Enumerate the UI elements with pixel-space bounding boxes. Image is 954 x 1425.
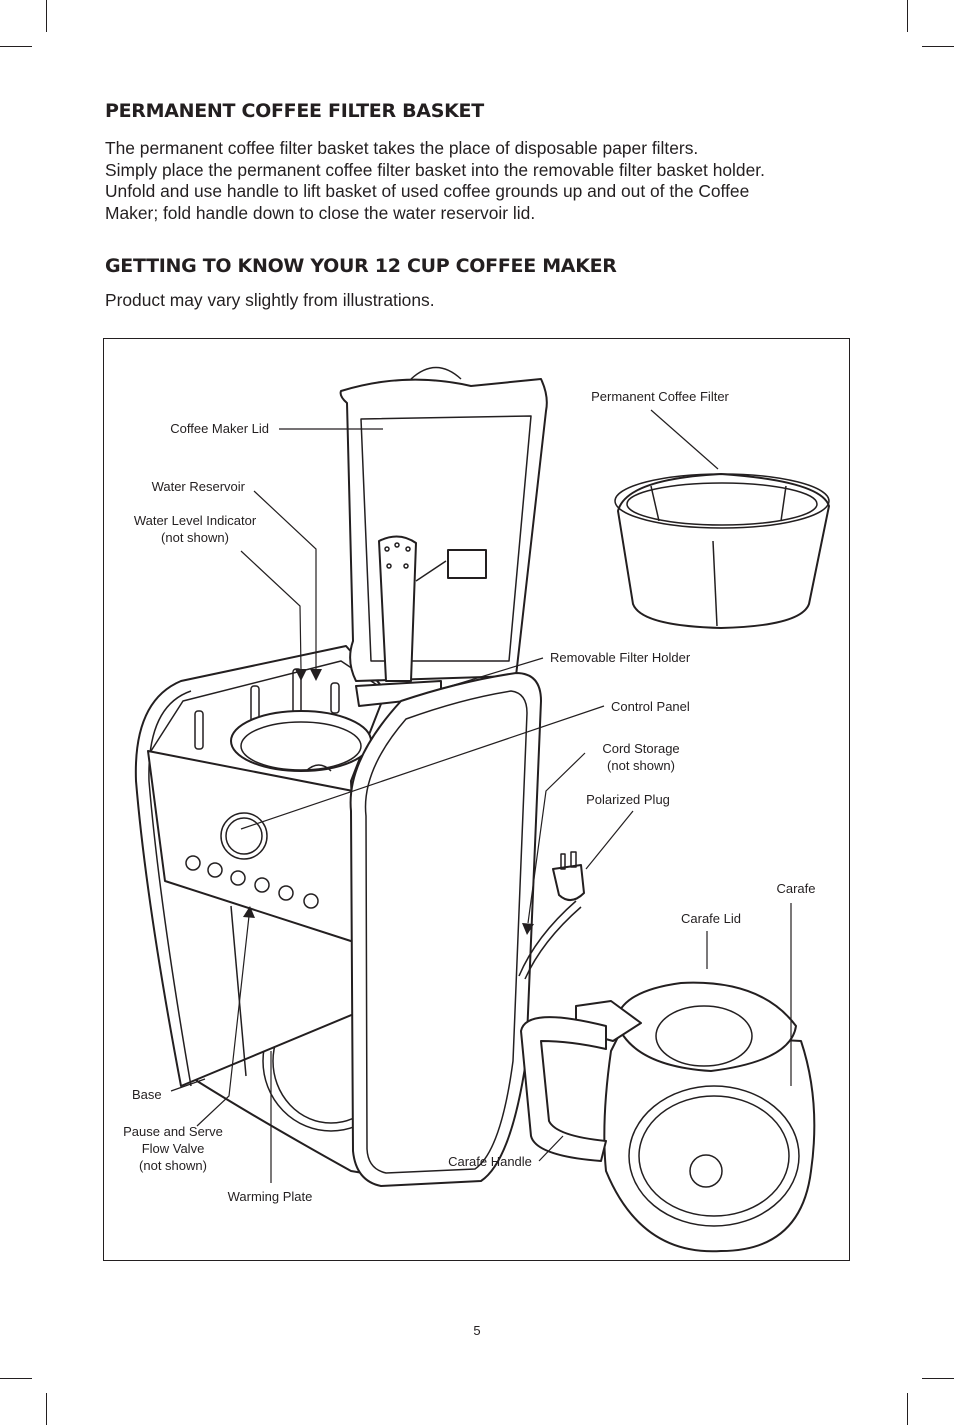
carafe-bottom-inner [638, 1095, 790, 1217]
section-heading-know-your-coffee-maker: GETTING TO KNOW YOUR 12 CUP COFFEE MAKER [105, 255, 617, 277]
arrow-head [310, 669, 322, 681]
label-removable-filter-holder: Removable Filter Holder [550, 650, 691, 665]
illustration-note: Product may vary slightly from illustrat… [105, 290, 435, 310]
label-cord-storage: Cord Storage [602, 741, 679, 756]
panel-button [230, 870, 246, 886]
carafe-lid-dome [655, 1005, 753, 1067]
crop-mark [922, 1378, 954, 1379]
crop-mark [46, 1393, 47, 1425]
panel-button [278, 885, 294, 901]
leader-pause-serve [196, 915, 250, 1127]
filter-basket-description: The permanent coffee filter basket takes… [105, 138, 845, 224]
paragraph-line: Maker; fold handle down to close the wat… [105, 202, 536, 223]
panel-button [303, 893, 319, 909]
label-carafe: Carafe [776, 881, 815, 896]
arrow-head [295, 669, 307, 681]
label-base: Base [132, 1087, 162, 1102]
crop-mark [46, 0, 47, 32]
leader-removable-filter-holder [440, 657, 544, 690]
carafe-badge [689, 1154, 723, 1188]
leader-water-level-indicator [240, 550, 302, 670]
display-dial [220, 812, 268, 860]
handle-hole [405, 546, 411, 552]
paragraph-line: The permanent coffee filter basket takes… [105, 138, 699, 158]
lid-inner-panel [360, 415, 532, 662]
label-carafe-lid: Carafe Lid [681, 911, 741, 926]
label-permanent-coffee-filter: Permanent Coffee Filter [591, 389, 729, 404]
panel-button [185, 855, 201, 871]
label-water-level-indicator: Water Level Indicator [134, 513, 257, 528]
power-cord [518, 900, 577, 977]
handle-hole [386, 563, 392, 569]
label-coffee-maker-lid: Coffee Maker Lid [170, 421, 269, 436]
handle-tag [447, 549, 487, 579]
crop-mark [0, 46, 32, 47]
crop-mark [907, 0, 908, 32]
page-number: 5 [473, 1323, 481, 1338]
label-carafe-handle: Carafe Handle [448, 1154, 532, 1169]
leader-control-panel [240, 705, 605, 830]
label-pause-serve-line3: (not shown) [139, 1158, 207, 1173]
leader-cord-storage [527, 752, 586, 924]
figure-frame: Coffee Maker Lid Water Reservoir Water L… [103, 338, 850, 1261]
filter-basket-rib [650, 485, 787, 522]
leader-permanent-filter [650, 409, 719, 470]
front-column-inner [364, 690, 528, 1174]
installed-filter-basket [230, 710, 372, 772]
filter-basket-handle [378, 535, 417, 682]
display-dial-inner [225, 817, 263, 855]
leader-carafe-handle [538, 1135, 564, 1162]
column-edge [230, 905, 247, 1077]
handle-hole [384, 546, 390, 552]
permanent-filter-illustration [614, 473, 830, 629]
carafe-bottom-window [628, 1085, 800, 1227]
label-water-level-note: (not shown) [161, 530, 229, 545]
installed-filter-inner [240, 721, 362, 771]
leader-polarized-plug [585, 810, 634, 870]
label-pause-serve-line1: Pause and Serve [123, 1124, 223, 1139]
leader-base [170, 1078, 206, 1092]
label-polarized-plug: Polarized Plug [586, 792, 670, 807]
body-back-inner [148, 690, 192, 1087]
label-control-panel: Control Panel [611, 699, 690, 714]
paragraph-line: Unfold and use handle to lift basket of … [105, 181, 750, 201]
polarized-plug-body [552, 864, 585, 901]
carafe-illustration [520, 981, 816, 1253]
arrow-head [522, 923, 534, 935]
crop-mark [0, 1378, 32, 1379]
filter-basket-rim-inner [626, 482, 818, 526]
leader-water-reservoir [253, 490, 317, 669]
reservoir-post [194, 710, 204, 750]
front-column [349, 672, 542, 1187]
crop-mark [907, 1393, 908, 1425]
crop-mark [922, 46, 954, 47]
panel-button [207, 862, 223, 878]
coffee-maker-diagram: Coffee Maker Lid Water Reservoir Water L… [123, 366, 830, 1253]
label-water-reservoir: Water Reservoir [152, 479, 246, 494]
plug-prong [560, 853, 566, 870]
leader-lines [170, 409, 792, 1183]
arrow-head [243, 906, 255, 918]
panel-button [254, 877, 270, 893]
handle-hole [403, 563, 409, 569]
label-cord-storage-note: (not shown) [607, 758, 675, 773]
handle-hole [394, 542, 400, 548]
handle-hinge [415, 560, 447, 582]
power-cord-edge [524, 906, 582, 980]
section-heading-filter-basket: PERMANENT COFFEE FILTER BASKET [105, 100, 484, 122]
filter-basket-body [617, 473, 830, 629]
coffee-maker-illustration [134, 366, 585, 1187]
coffee-maker-lid [339, 378, 548, 682]
reservoir-post [330, 682, 340, 714]
diagram-labels: Coffee Maker Lid Water Reservoir Water L… [123, 389, 815, 1204]
filter-knob [305, 764, 332, 772]
label-pause-serve-line2: Flow Valve [142, 1141, 205, 1156]
plug-prong [570, 851, 577, 868]
lid-top-tab [410, 366, 462, 380]
label-warming-plate: Warming Plate [228, 1189, 313, 1204]
paragraph-line: Simply place the permanent coffee filter… [105, 159, 765, 180]
filter-basket-rib [712, 540, 718, 627]
filter-basket-rim [614, 473, 830, 529]
carafe-handle-shape [520, 1016, 607, 1162]
